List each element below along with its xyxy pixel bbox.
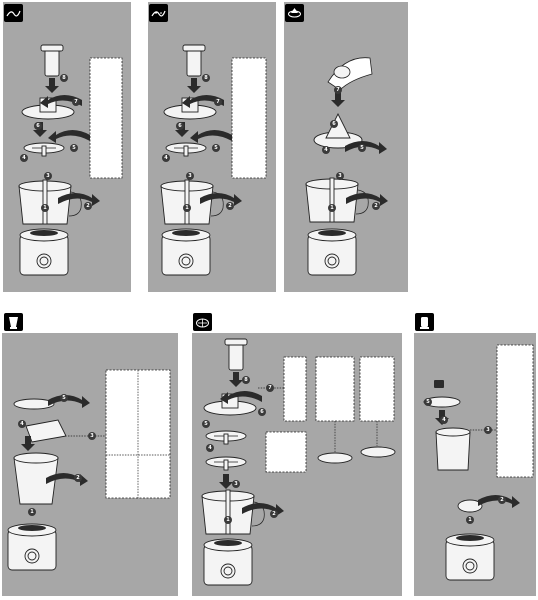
step-number-marker: 3 <box>336 172 344 180</box>
shredding-disc-icon <box>149 4 168 22</box>
step-number-marker: 6 <box>330 120 338 128</box>
panel5-drawing <box>201 338 396 586</box>
food-list-box <box>231 57 267 179</box>
food-list-box <box>89 57 123 179</box>
step-number-marker: 4 <box>20 154 28 162</box>
slicing-disc-icon <box>4 4 23 22</box>
step-number-marker: 5 <box>202 420 210 428</box>
step-number-marker: 7 <box>214 98 222 106</box>
panel2-drawing <box>160 44 267 276</box>
step-number-marker: 6 <box>34 122 42 130</box>
step-number-marker: 3 <box>44 172 52 180</box>
step-number-marker: 5 <box>70 144 78 152</box>
step-number-marker: 8 <box>60 74 68 82</box>
step-number-marker: 8 <box>242 376 250 384</box>
step-number-marker: 2 <box>226 202 234 210</box>
detail-box <box>265 431 307 473</box>
panel3-drawing <box>305 57 388 276</box>
food-list-box <box>496 344 534 478</box>
step-number-marker: 8 <box>202 74 210 82</box>
step-number-marker: 2 <box>270 510 278 518</box>
step-number-marker: 7 <box>334 86 342 94</box>
step-number-marker: 1 <box>183 204 191 212</box>
step-number-marker: 1 <box>328 204 336 212</box>
step-number-marker: 4 <box>440 416 448 424</box>
step-number-marker: 1 <box>41 204 49 212</box>
step-number-marker: 4 <box>206 444 214 452</box>
step-number-marker: 6 <box>176 122 184 130</box>
step-number-marker: 4 <box>322 146 330 154</box>
food-list-box <box>315 356 355 422</box>
step-number-marker: 2 <box>498 496 506 504</box>
step-number-marker: 5 <box>358 144 366 152</box>
step-number-marker: 5 <box>212 144 220 152</box>
step-number-marker: 7 <box>72 98 80 106</box>
step-number-marker: 3 <box>484 426 492 434</box>
step-number-marker: 4 <box>162 154 170 162</box>
citrus-press-icon <box>285 4 304 22</box>
step-number-marker: 7 <box>266 384 274 392</box>
blender-jar-icon <box>4 313 23 331</box>
step-number-marker: 2 <box>74 474 82 482</box>
food-list-box <box>359 356 395 422</box>
step-number-marker: 5 <box>60 394 68 402</box>
step-number-marker: 2 <box>84 202 92 210</box>
food-list-box <box>283 356 307 422</box>
step-number-marker: 3 <box>232 480 240 488</box>
step-number-marker: 2 <box>372 202 380 210</box>
grinder-icon <box>415 313 434 331</box>
dicing-kit-icon <box>193 313 212 331</box>
panel1-drawing <box>18 44 123 276</box>
panel6-drawing <box>423 344 534 581</box>
panel4-drawing <box>7 369 171 571</box>
step-number-marker: 3 <box>88 432 96 440</box>
step-number-marker: 1 <box>466 516 474 524</box>
step-number-marker: 5 <box>424 398 432 406</box>
step-number-marker: 3 <box>186 172 194 180</box>
step-number-marker: 6 <box>258 408 266 416</box>
step-number-marker: 1 <box>224 516 232 524</box>
step-number-marker: 4 <box>18 420 26 428</box>
step-number-marker: 1 <box>28 508 36 516</box>
